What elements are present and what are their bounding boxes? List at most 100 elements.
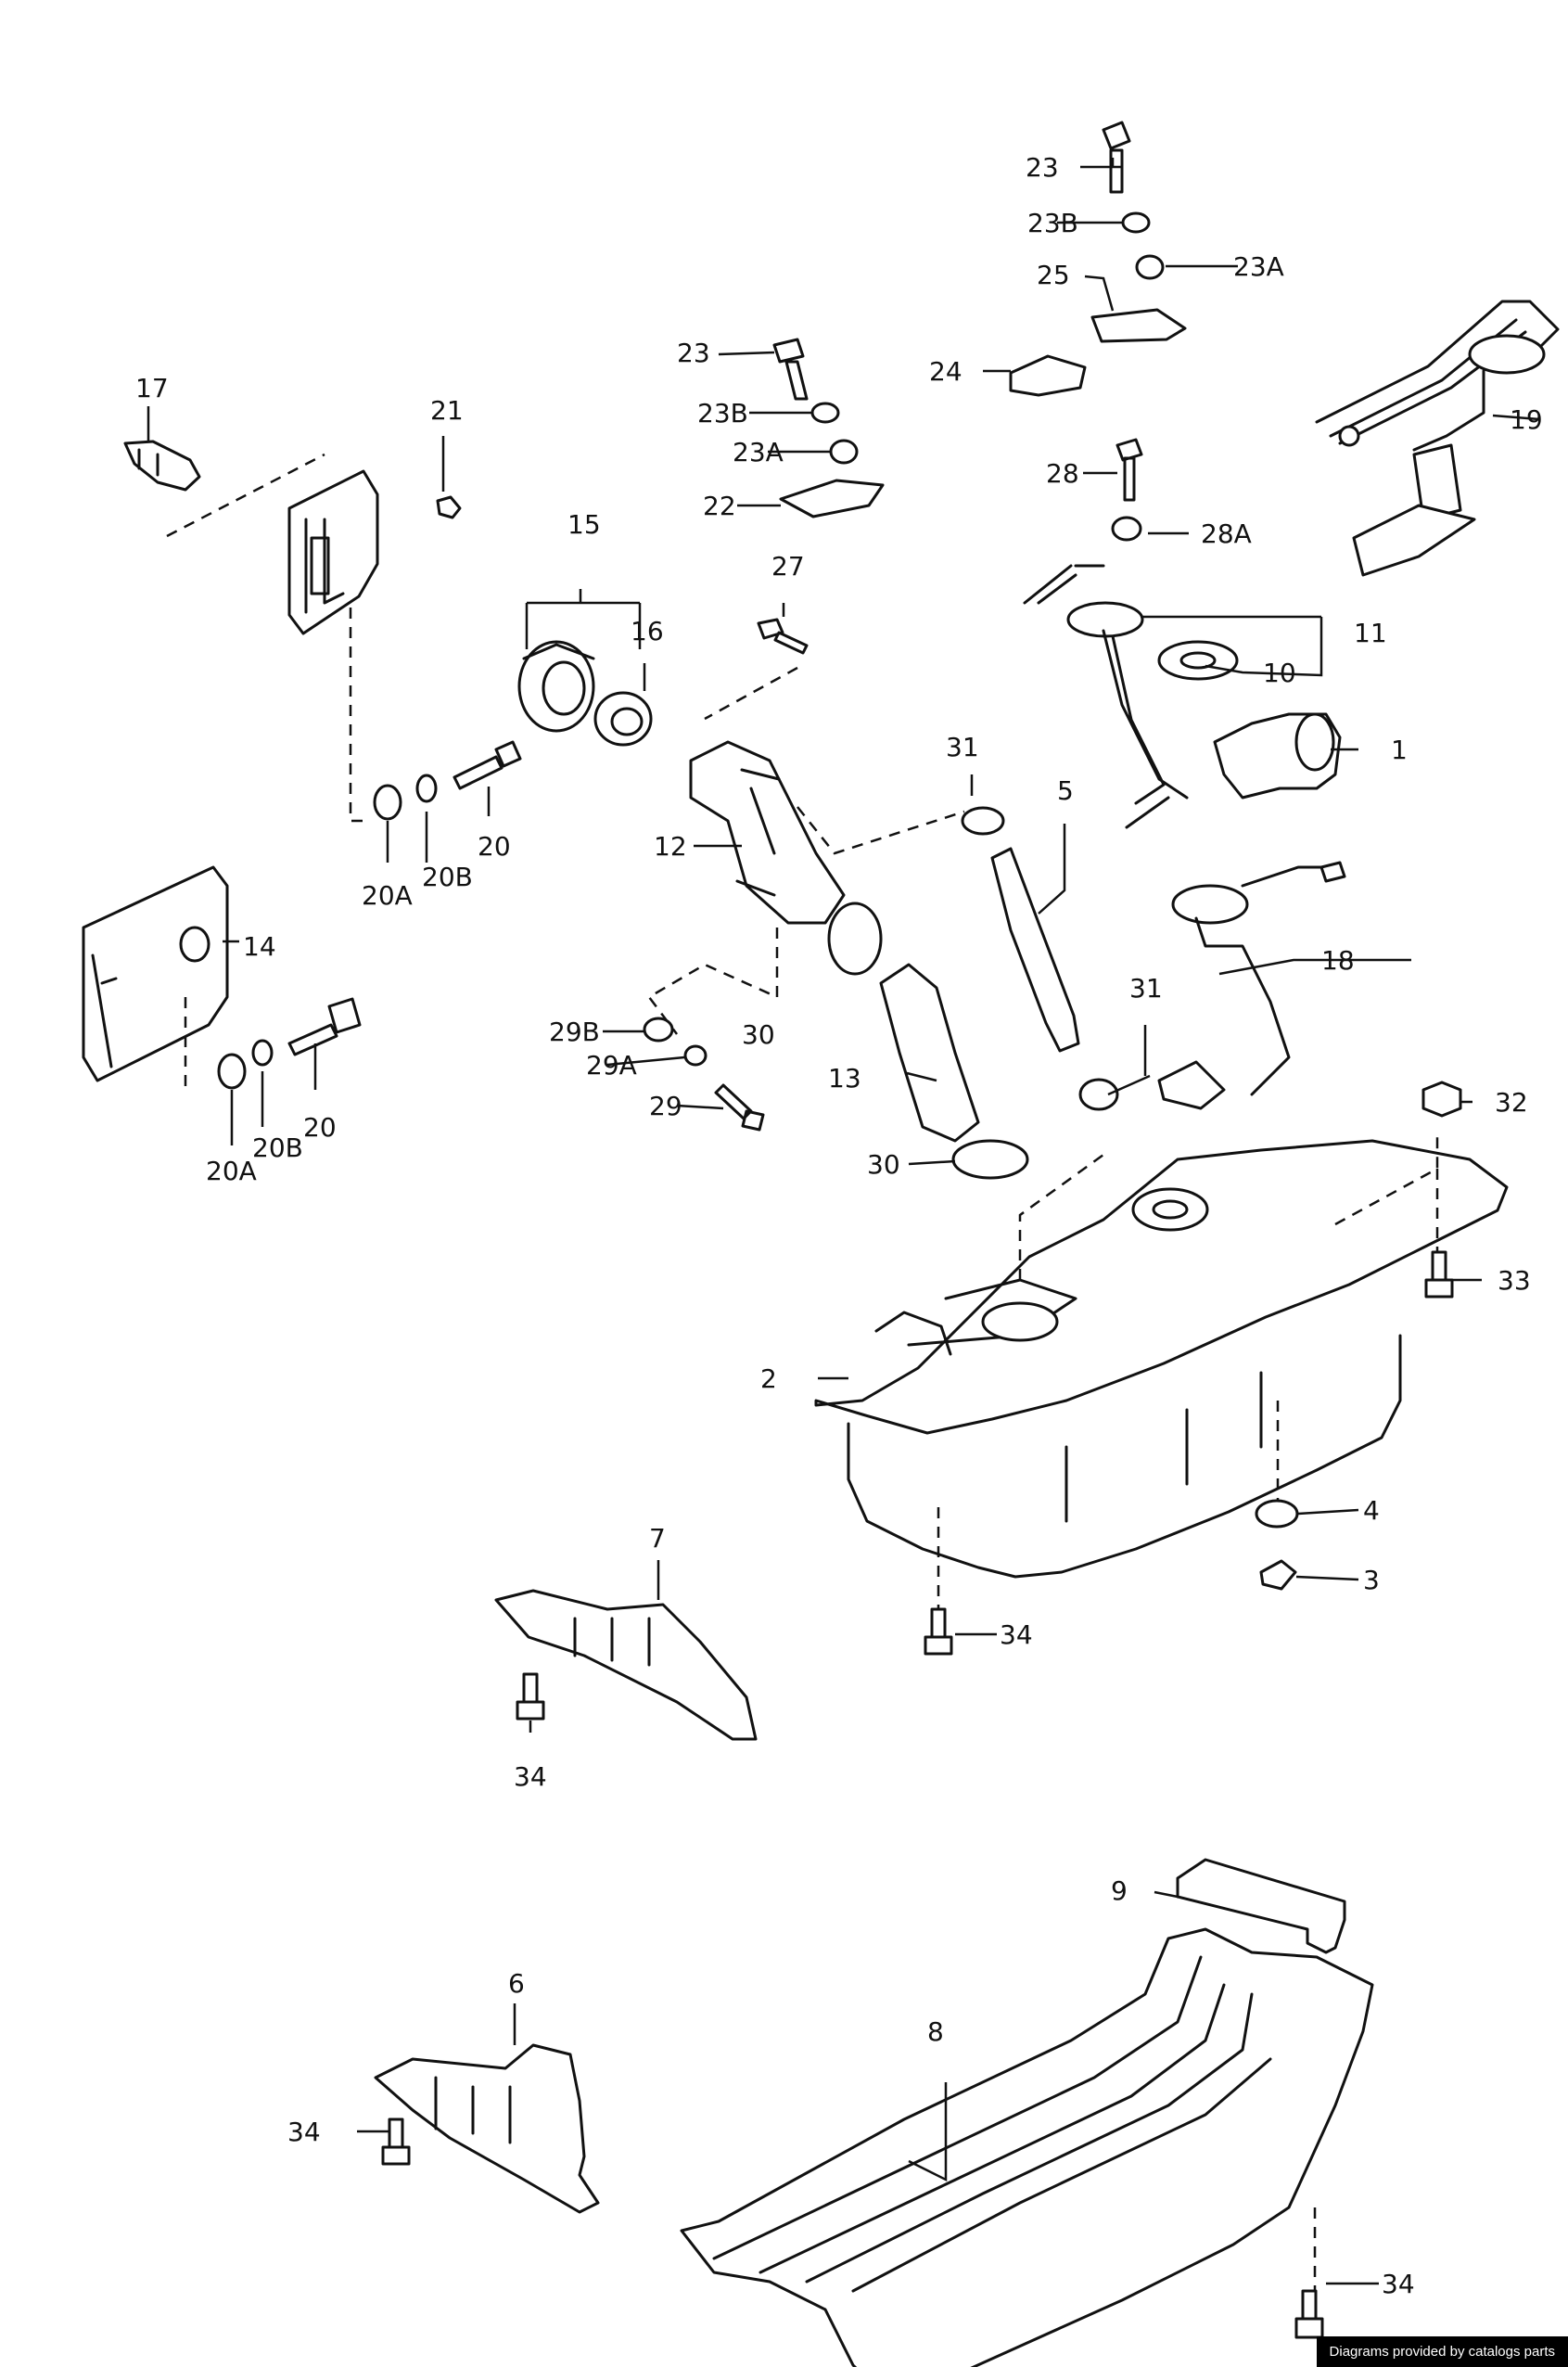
label-20B-upper: 20B [422, 862, 473, 892]
part-23-bolt-middle [772, 338, 809, 401]
label-30-upper: 30 [742, 1019, 775, 1050]
label-20-lower: 20 [303, 1112, 337, 1143]
part-16-cap [593, 691, 653, 747]
part-32-grommet [1421, 1081, 1462, 1118]
part-2-fuel-tank [814, 1139, 1509, 1579]
part-28-bolt [1115, 438, 1143, 502]
part-25-bracket [1090, 308, 1187, 343]
part-15-filler-housing [517, 640, 595, 733]
credit-footer: Diagrams provided by catalogs parts [1316, 2336, 1568, 2367]
part-23B-washer-top [1121, 211, 1151, 234]
part-34-bolt-tank [924, 1607, 953, 1656]
label-22: 22 [703, 491, 736, 521]
label-7: 7 [649, 1523, 666, 1554]
part-30-clamp-lower [951, 1139, 1029, 1180]
label-34-shield6: 34 [287, 2117, 321, 2147]
part-34-bolt-6 [381, 2118, 411, 2166]
label-24: 24 [929, 356, 962, 387]
part-31-clamp-upper [961, 806, 1005, 836]
label-28: 28 [1046, 458, 1079, 489]
label-3: 3 [1363, 1565, 1380, 1595]
label-23-middle: 23 [677, 338, 710, 368]
part-20-bolt-upper [453, 740, 522, 790]
label-25: 25 [1037, 260, 1070, 290]
label-11: 11 [1354, 618, 1387, 648]
label-20-upper: 20 [478, 831, 511, 862]
label-29A: 29A [586, 1050, 637, 1081]
label-29: 29 [649, 1091, 682, 1121]
part-5-hose [990, 847, 1080, 1053]
part-20-bolt-lower [287, 997, 362, 1056]
label-1: 1 [1391, 735, 1408, 765]
part-7-shield [494, 1589, 758, 1741]
label-20B-lower: 20B [252, 1132, 303, 1163]
part-17-clip [123, 440, 201, 492]
label-5: 5 [1057, 775, 1074, 806]
label-34-tank: 34 [1000, 1619, 1033, 1650]
part-20A-washer-upper [373, 784, 402, 821]
label-12: 12 [654, 831, 687, 862]
part-18-level-sender [1157, 861, 1346, 1110]
label-14: 14 [243, 931, 276, 962]
part-9-bracket [1176, 1858, 1346, 1954]
part-23B-washer-middle [810, 402, 840, 424]
label-10: 10 [1263, 658, 1296, 688]
part-10-lock-ring [1157, 640, 1239, 681]
label-23-top: 23 [1026, 152, 1059, 183]
label-13: 13 [828, 1063, 861, 1094]
label-33: 33 [1498, 1265, 1531, 1296]
label-6: 6 [508, 1968, 525, 1999]
label-23B-top: 23B [1027, 208, 1078, 238]
part-23A-washer-top [1135, 254, 1165, 280]
part-29A-washer [683, 1044, 708, 1067]
part-3-bolt [1259, 1559, 1297, 1591]
label-4: 4 [1363, 1495, 1380, 1526]
part-19-fuel-pump-assembly [1315, 300, 1560, 577]
part-14-heat-shield [82, 865, 229, 1082]
label-20A-upper: 20A [362, 880, 413, 911]
label-19: 19 [1510, 404, 1543, 435]
part-8-skid-plate [680, 1927, 1374, 2367]
part-24-grommet [1009, 354, 1087, 397]
part-33-bolt [1424, 1250, 1454, 1299]
part-13-hose [879, 963, 980, 1143]
part-31-clamp-lower [1078, 1078, 1119, 1111]
label-31-lower: 31 [1129, 973, 1163, 1004]
label-18: 18 [1321, 945, 1355, 976]
label-8: 8 [927, 2016, 944, 2047]
label-31-upper: 31 [946, 732, 979, 762]
label-16: 16 [631, 616, 664, 646]
bracket-plate-upper [287, 469, 379, 635]
label-34-shield7: 34 [514, 1761, 547, 1792]
label-34-skid: 34 [1382, 2269, 1415, 2299]
part-29-bolt [714, 1083, 765, 1132]
label-29B: 29B [549, 1017, 600, 1047]
part-12-filler-neck [689, 740, 846, 925]
label-2: 2 [760, 1363, 777, 1394]
label-23A-middle: 23A [733, 437, 784, 467]
part-34-bolt-7 [516, 1672, 545, 1721]
part-28A-washer [1111, 516, 1142, 542]
label-23B-middle: 23B [697, 398, 748, 429]
part-23A-washer-middle [829, 439, 859, 465]
label-30-lower: 30 [867, 1149, 900, 1180]
part-30-clamp-upper [827, 902, 883, 976]
label-21: 21 [430, 395, 464, 426]
label-17: 17 [135, 373, 169, 403]
label-15: 15 [567, 509, 601, 540]
label-32: 32 [1495, 1087, 1528, 1118]
part-29B-washer [643, 1017, 674, 1043]
part-34-bolt-8 [1294, 2289, 1324, 2339]
label-9: 9 [1111, 1875, 1128, 1906]
callout-labels: 17 21 15 16 27 12 31 5 20 20A 20B 14 30 … [135, 152, 1543, 2299]
label-20A-lower: 20A [206, 1156, 257, 1186]
part-6-shield [374, 2043, 600, 2214]
part-20B-washer-lower [251, 1039, 274, 1067]
part-11-sending-unit [1023, 564, 1189, 829]
part-1-fuel-pump [1213, 712, 1342, 800]
label-23A-top: 23A [1233, 251, 1284, 282]
part-23-bolt-top [1102, 121, 1131, 194]
leader-lines [147, 158, 1540, 2285]
label-27: 27 [771, 551, 805, 582]
